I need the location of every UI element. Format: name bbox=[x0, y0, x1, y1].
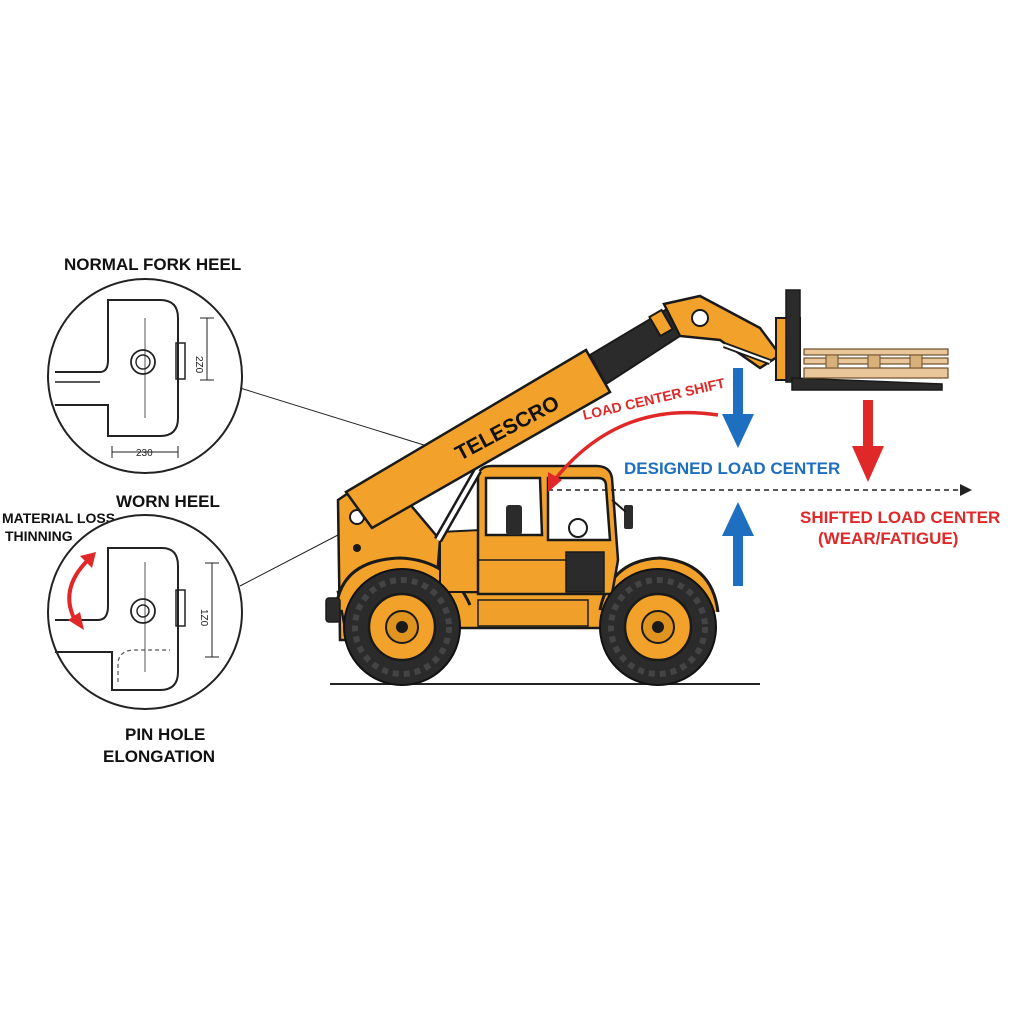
operator-seat bbox=[506, 505, 522, 535]
wear-fatigue-label: (WEAR/FATIGUE) bbox=[818, 529, 958, 548]
load-center-dashed-arrowhead bbox=[960, 484, 972, 496]
main-boom bbox=[344, 348, 612, 530]
normal-heel-callout: 2Z0 230 bbox=[47, 278, 243, 474]
thinning-label: THINNING bbox=[5, 528, 73, 544]
pin-hole-label: PIN HOLE bbox=[125, 725, 205, 744]
material-loss-label: MATERIAL LOSS bbox=[2, 510, 115, 526]
normal-heel-width-dim: 230 bbox=[136, 448, 153, 459]
normal-heel-height-dim: 2Z0 bbox=[193, 356, 204, 374]
cab-window-front bbox=[546, 476, 612, 542]
pallet bbox=[803, 348, 949, 379]
worn-heel-height-dim: 1Z0 bbox=[198, 609, 209, 627]
load-center-shift-arrow bbox=[554, 410, 719, 480]
normal-heel-fork-outline bbox=[55, 299, 179, 437]
worn-heel-tab bbox=[175, 589, 186, 627]
shifted-load-center-label: SHIFTED LOAD CENTER bbox=[800, 508, 1000, 527]
elongation-label: ELONGATION bbox=[103, 747, 215, 766]
designed-load-center-label: DESIGNED LOAD CENTER bbox=[624, 459, 840, 478]
normal-fork-heel-title: NORMAL FORK HEEL bbox=[64, 255, 241, 274]
rear-bumper bbox=[325, 597, 341, 623]
normal-heel-pin-hole bbox=[130, 349, 156, 375]
fork-upright bbox=[785, 289, 801, 383]
material-loss-arrow bbox=[67, 558, 90, 624]
leader-line-normal bbox=[239, 387, 441, 451]
leader-line-worn bbox=[239, 534, 339, 587]
worn-heel-material-loss-dashed bbox=[117, 649, 170, 682]
shifted-load-arrow-down bbox=[852, 400, 884, 482]
designed-load-arrow-down bbox=[722, 368, 754, 448]
normal-heel-tab bbox=[175, 342, 186, 380]
worn-heel-pin-hole bbox=[130, 598, 156, 624]
rear-wheel bbox=[343, 568, 461, 686]
steering-wheel bbox=[568, 518, 588, 538]
front-wheel bbox=[599, 568, 717, 686]
telehandler: TELESCRO bbox=[325, 289, 949, 686]
engine-panel bbox=[439, 528, 481, 593]
fork-tine bbox=[791, 377, 943, 391]
mirror bbox=[624, 505, 633, 529]
engine-grille bbox=[565, 551, 605, 593]
worn-heel-fork-outline bbox=[55, 547, 179, 691]
worn-heel-title: WORN HEEL bbox=[116, 492, 220, 511]
worn-heel-callout: 1Z0 bbox=[47, 514, 243, 710]
designed-load-arrow-up bbox=[722, 502, 754, 586]
